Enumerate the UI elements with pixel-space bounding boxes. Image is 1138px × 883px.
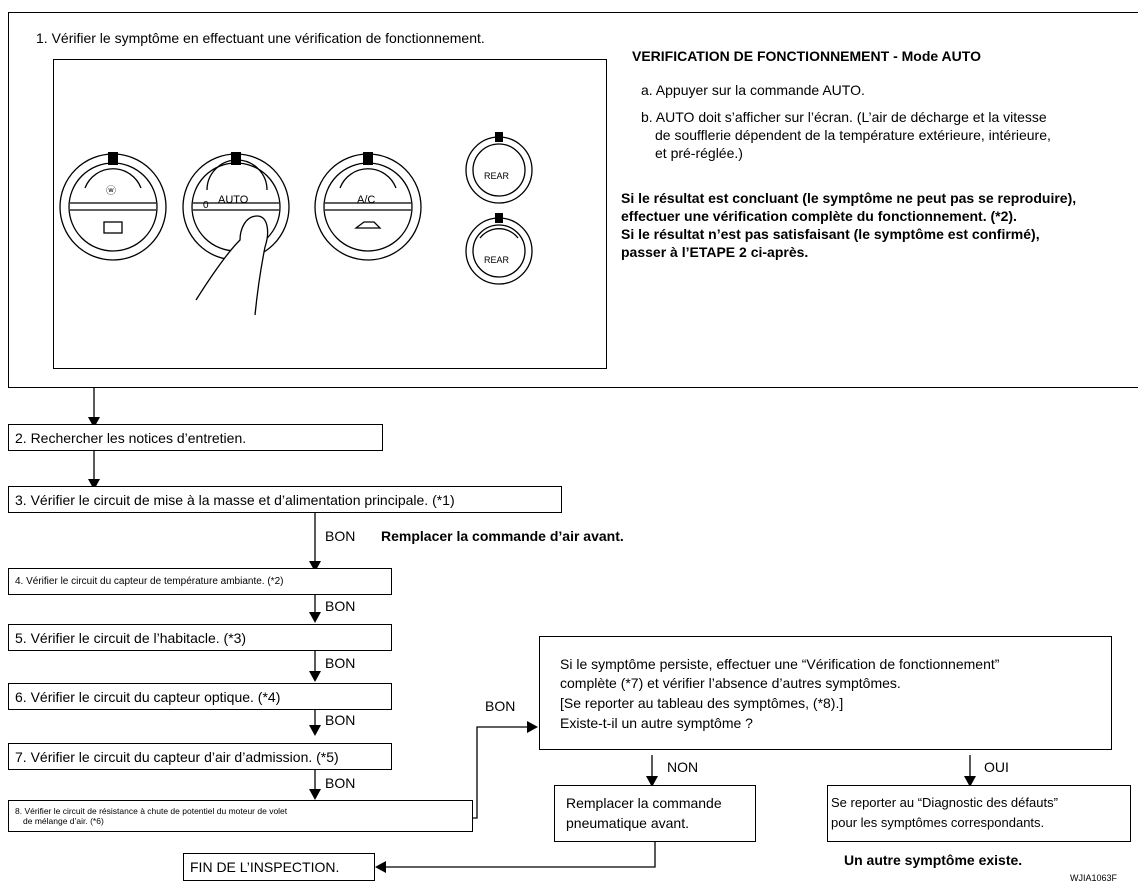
step7-label: 7. Vérifier le circuit du capteur d’air … xyxy=(15,748,339,765)
bon-label-5: BON xyxy=(325,655,356,671)
step4-box: 4. Vérifier le circuit du capteur de tem… xyxy=(8,568,392,595)
step6-label: 6. Vérifier le circuit du capteur optiqu… xyxy=(15,688,281,705)
diag-box xyxy=(827,785,1131,842)
op-check-b1: b. AUTO doit s’afficher sur l’écran. (L’… xyxy=(641,109,1047,125)
oui-label: OUI xyxy=(984,759,1009,775)
flow-connectors xyxy=(93,388,971,868)
step8-box: 8. Vérifier le circuit de résistance à c… xyxy=(8,800,473,832)
persist-line-3: [Se reporter au tableau des symptômes, (… xyxy=(560,695,844,711)
control-panel xyxy=(53,59,607,369)
end-label: FIN DE L’INSPECTION. xyxy=(190,859,340,875)
step2-label: 2. Rechercher les notices d’entretien. xyxy=(15,429,247,446)
step6-box: 6. Vérifier le circuit du capteur optiqu… xyxy=(8,683,392,710)
step4-label: 4. Vérifier le circuit du capteur de tem… xyxy=(15,576,284,587)
op-check-a: a. Appuyer sur la commande AUTO. xyxy=(641,82,865,98)
op-check-b3: et pré-réglée.) xyxy=(655,145,743,161)
rear-fan-label: REAR xyxy=(484,171,510,181)
persist-line-1: Si le symptôme persiste, effectuer une “… xyxy=(560,656,1000,672)
step8-label-2: de mélange d’air. (*6) xyxy=(23,816,104,826)
other-symptom-label: Un autre symptôme existe. xyxy=(844,852,1023,868)
figure-code: WJIA1063F xyxy=(1070,873,1118,883)
pneu-line-1: Remplacer la commande xyxy=(566,795,722,811)
end-box: FIN DE L’INSPECTION. xyxy=(183,853,375,881)
step7-box: 7. Vérifier le circuit du capteur d’air … xyxy=(8,743,392,770)
replace-front-label: Remplacer la commande d’air avant. xyxy=(381,528,624,544)
op-check-title: VERIFICATION DE FONCTIONNEMENT - Mode AU… xyxy=(632,48,981,64)
defrost-knob: ⓦ xyxy=(59,152,167,261)
finger-drawing xyxy=(195,215,269,316)
pneu-box xyxy=(554,785,756,842)
step5-box: 5. Vérifier le circuit de l’habitacle. (… xyxy=(8,624,392,651)
svg-text:ⓦ: ⓦ xyxy=(106,185,116,197)
step8-label-1: 8. Vérifier le circuit de résistance à c… xyxy=(15,806,288,816)
pneu-line-2: pneumatique avant. xyxy=(566,815,689,831)
arrowheads xyxy=(88,417,976,873)
non-label: NON xyxy=(667,759,699,775)
ac-knob-label: A/C xyxy=(357,194,376,206)
op-result-1: Si le résultat est concluant (le symptôm… xyxy=(621,190,1077,206)
ac-knob xyxy=(314,152,422,261)
auto-knob-label: AUTO xyxy=(218,194,249,206)
persist-line-4: Existe-t-il un autre symptôme ? xyxy=(560,715,753,731)
bon-label-7: BON xyxy=(325,775,356,791)
rear-temp-label: REAR xyxy=(484,255,510,265)
diag-line-2: pour les symptômes correspondants. xyxy=(831,815,1045,830)
rear-fan-knob xyxy=(465,132,533,204)
op-result-3: Si le résultat n’est pas satisfaisant (l… xyxy=(621,226,1040,242)
bon-label-3: BON xyxy=(325,528,356,544)
step3-box: 3. Vérifier le circuit de mise à la mass… xyxy=(8,486,562,513)
persist-box xyxy=(539,636,1112,750)
diag-line-1: Se reporter au “Diagnostic des défauts” xyxy=(831,795,1058,810)
bon-label-6: BON xyxy=(325,712,356,728)
step3-label: 3. Vérifier le circuit de mise à la mass… xyxy=(15,491,455,508)
op-result-2: effectuer une vérification complète du f… xyxy=(621,208,1017,224)
step1-label: 1. Vérifier le symptôme en effectuant un… xyxy=(36,30,485,46)
step2-box: 2. Rechercher les notices d’entretien. xyxy=(8,424,383,451)
op-result-4: passer à l’ETAPE 2 ci-après. xyxy=(621,244,809,260)
auto-zero-label: 0 xyxy=(203,200,209,211)
bon-label-8: BON xyxy=(485,698,516,714)
persist-line-2: complète (*7) et vérifier l’absence d’au… xyxy=(560,675,901,691)
bon-label-4: BON xyxy=(325,598,356,614)
rear-temp-knob xyxy=(465,213,533,285)
op-check-b2: de soufflerie dépendent de la températur… xyxy=(655,127,1051,143)
step5-label: 5. Vérifier le circuit de l’habitacle. (… xyxy=(15,629,247,646)
